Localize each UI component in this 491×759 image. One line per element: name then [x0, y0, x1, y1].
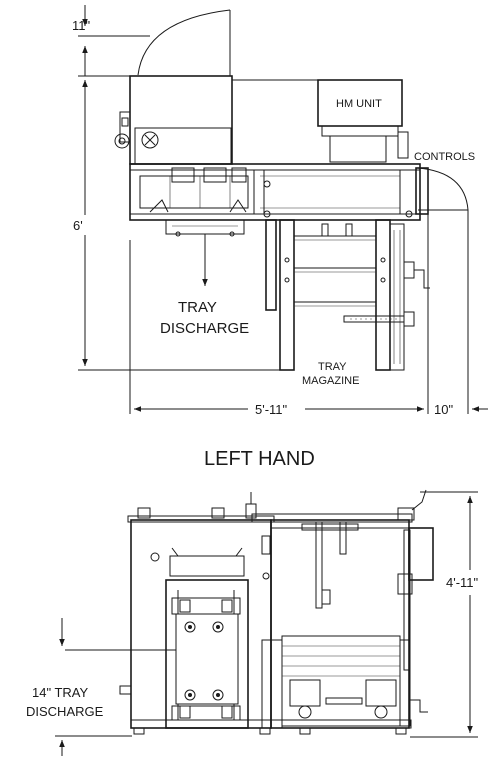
- dim-height: 6': [73, 75, 280, 371]
- front-view: 4'-11": [26, 489, 479, 756]
- door-swing-controls: [417, 167, 469, 211]
- discharge-label-1: 14" TRAY: [32, 685, 88, 700]
- tray-magazine-label-1: TRAY: [318, 361, 347, 373]
- dim-front-height-text: 4'-11": [446, 575, 479, 590]
- hm-unit-label: HM UNIT: [336, 98, 382, 110]
- tray-discharge-label-1: TRAY: [178, 299, 217, 316]
- view-title: LEFT HAND: [204, 448, 315, 470]
- front-gauge-icon: [150, 552, 160, 562]
- tray-magazine: [265, 219, 430, 371]
- dim-width-text: 5'-11": [255, 402, 288, 417]
- controls-box: [415, 167, 429, 215]
- dim-top-clearance: 11": [72, 5, 150, 76]
- front-base: [130, 719, 412, 729]
- dim-top-clearance-text: 11": [72, 18, 90, 33]
- front-tray-plate: [175, 613, 239, 705]
- dim-discharge-height: 14" TRAY DISCHARGE: [26, 618, 176, 756]
- tray-discharge-label-2: DISCHARGE: [160, 320, 249, 337]
- dim-height-text: 6': [73, 218, 83, 233]
- conveyor: [129, 163, 421, 221]
- discharge-label-2: DISCHARGE: [26, 704, 104, 719]
- door-swing-top: [137, 9, 231, 76]
- dim-right-clearance-text: 10": [434, 402, 453, 417]
- tray-magazine-label-2: MAGAZINE: [302, 375, 359, 387]
- dim-width: 5'-11" 10": [129, 190, 488, 417]
- top-view: 11" 6' 5'-11" 10": [72, 5, 488, 417]
- dim-front-height: 4'-11": [410, 491, 479, 738]
- valve-icon: [141, 131, 159, 149]
- fan-icon: [114, 133, 130, 149]
- controls-label: CONTROLS: [414, 151, 475, 163]
